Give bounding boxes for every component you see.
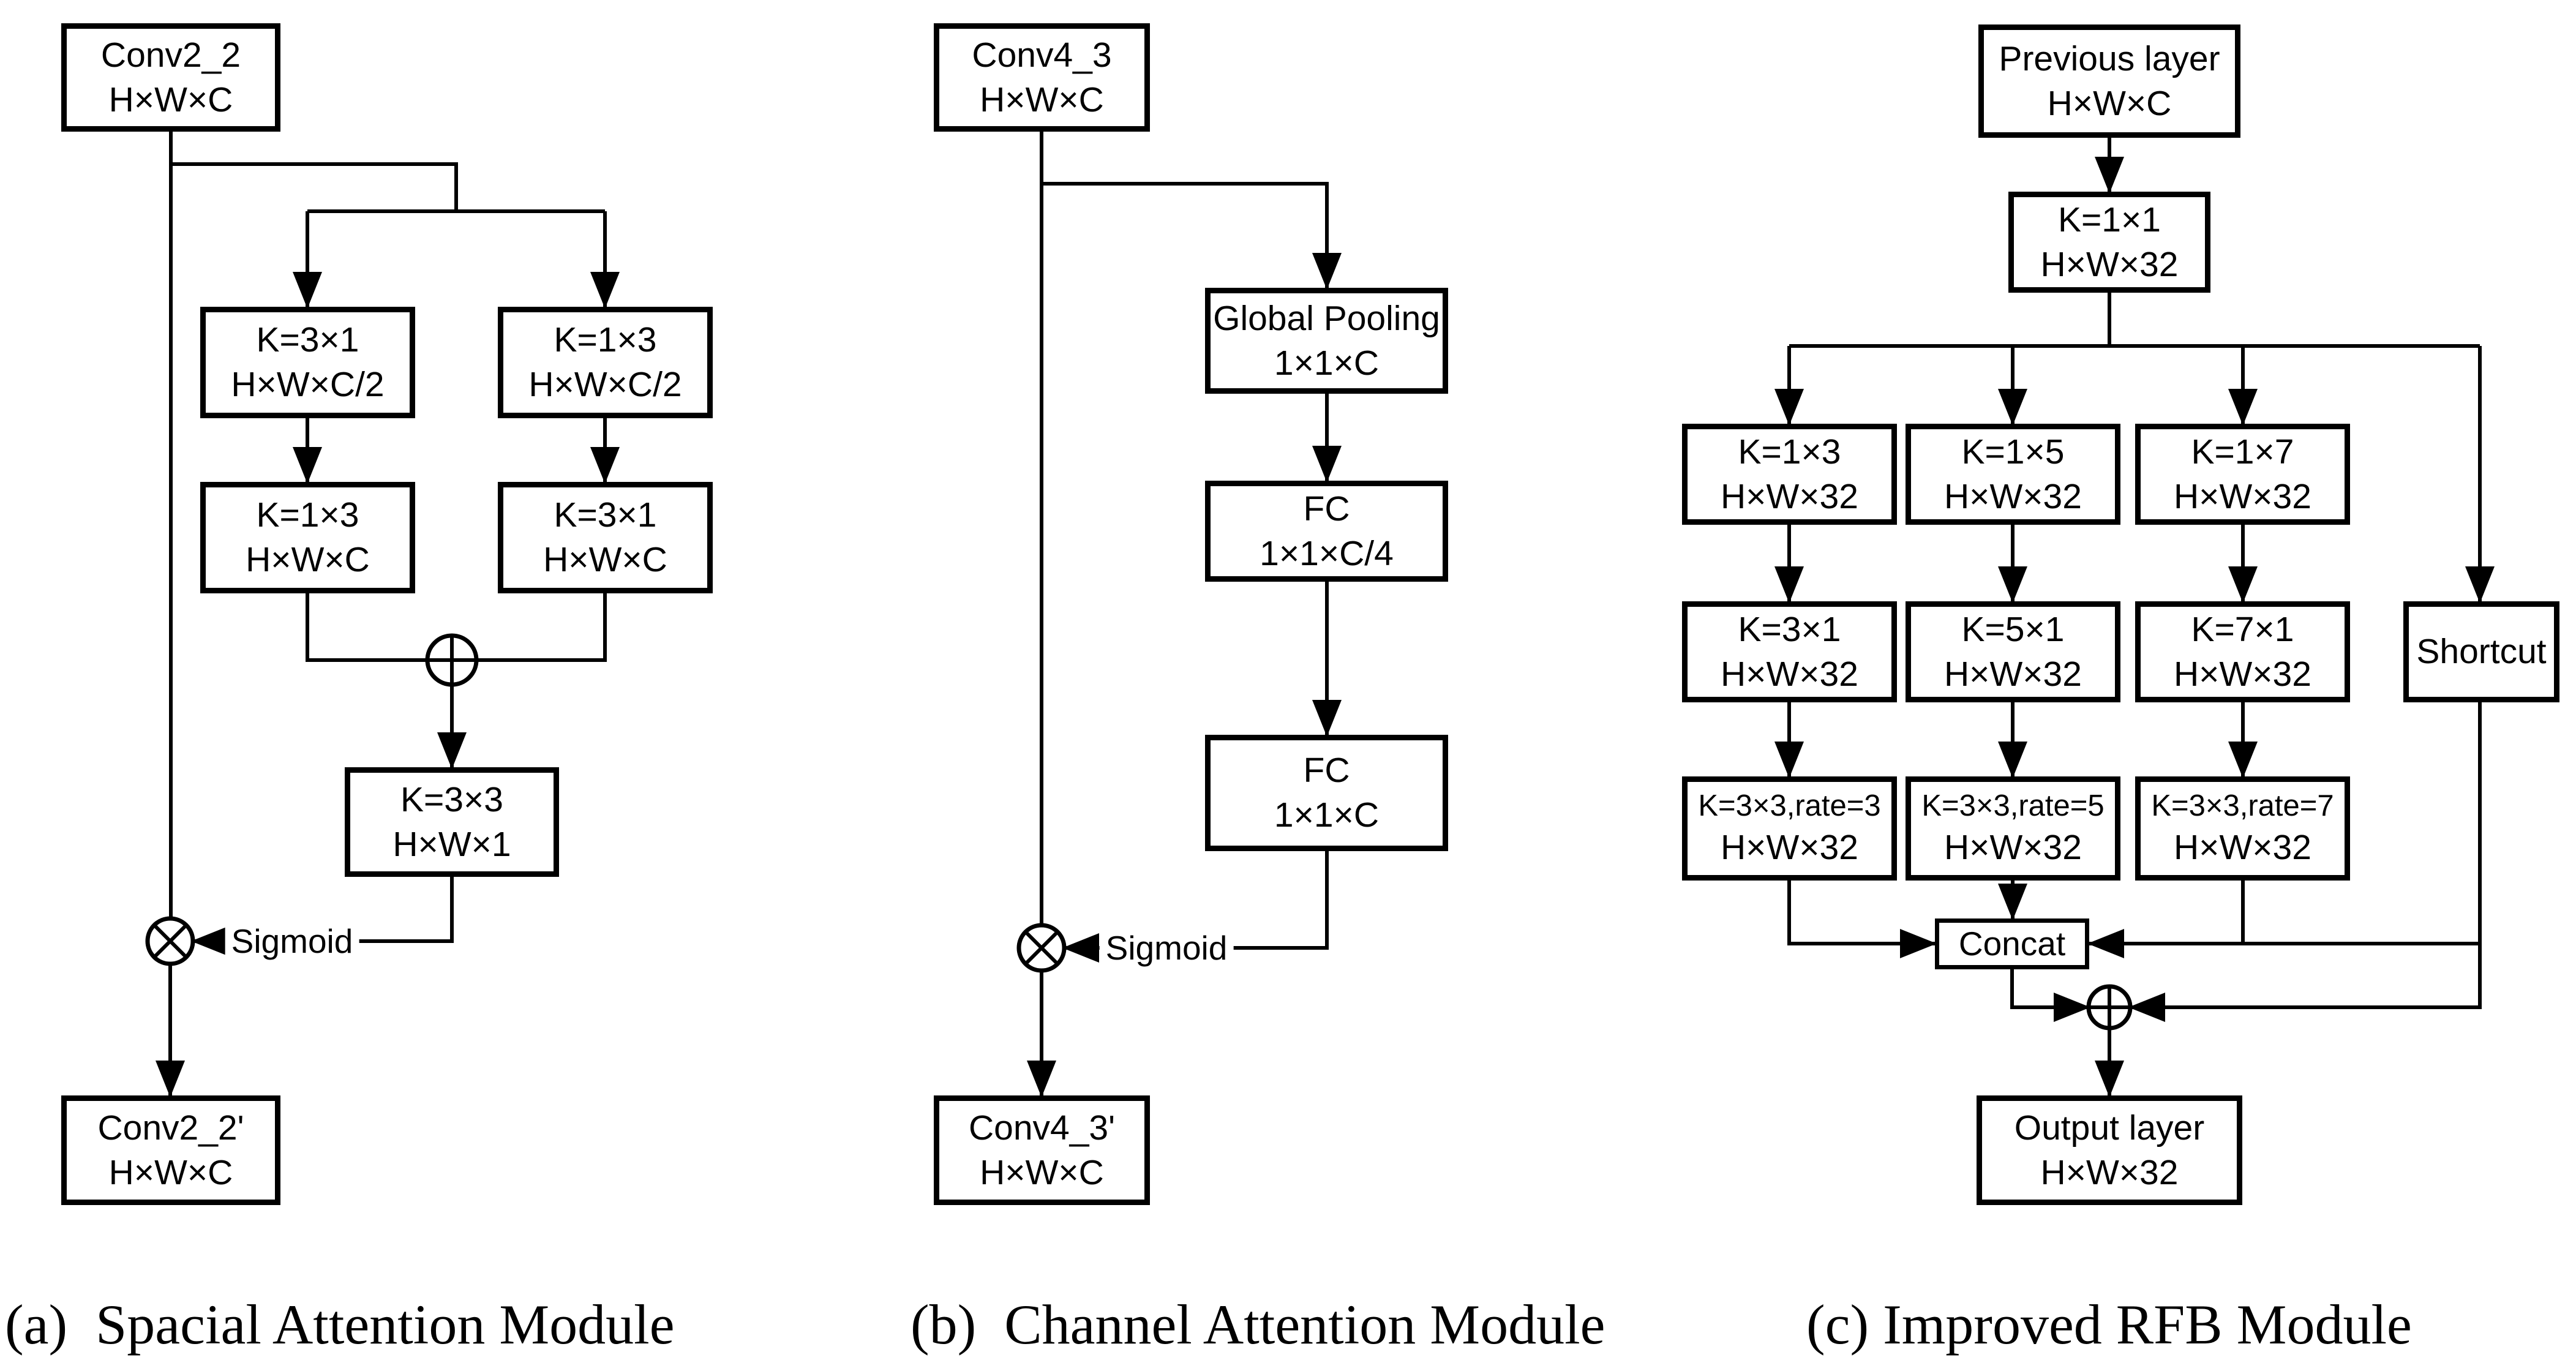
node-label: K=1×3 (1738, 432, 1841, 471)
node-shape: H×W×C (246, 540, 370, 579)
node-conv4-3: Conv4_3 H×W×C (934, 23, 1150, 132)
node-output-layer: Output layer H×W×32 (1977, 1095, 2242, 1205)
node-a-k3x3: K=3×3 H×W×1 (345, 767, 559, 877)
node-label: Previous layer (1999, 39, 2220, 78)
node-label: K=1×5 (1961, 432, 2065, 471)
node-label: K=1×1 (2058, 200, 2161, 239)
node-c-rate7: K=3×3,rate=7 H×W×32 (2135, 776, 2350, 881)
node-shape: H×W×C (108, 1152, 233, 1192)
node-shortcut: Shortcut (2403, 601, 2559, 702)
node-shape: 1×1×C (1274, 795, 1380, 835)
wire-a-branch (171, 162, 458, 211)
sigmoid-label: Sigmoid (1099, 928, 1234, 967)
node-label: K=1×7 (2191, 432, 2294, 471)
node-shape: H×W×32 (2174, 476, 2311, 516)
node-c-k1x5: K=1×5 H×W×32 (1906, 424, 2120, 525)
node-previous-layer: Previous layer H×W×C (1978, 24, 2240, 138)
node-shape: H×W×C (980, 80, 1104, 119)
sigmoid-label: Sigmoid (225, 922, 359, 961)
node-label: K=3×3,rate=3 (1698, 789, 1881, 823)
node-a-k1x3-full: K=1×3 H×W×C (200, 482, 415, 593)
node-c-k1x3: K=1×3 H×W×32 (1682, 424, 1897, 525)
node-label: K=1×3 (554, 320, 657, 360)
multiply-icon (1016, 923, 1067, 973)
wire-c-rate3-concat (1787, 881, 1937, 958)
node-concat: Concat (1935, 918, 2089, 969)
node-a-k3x1-full: K=3×1 H×W×C (498, 482, 713, 593)
node-label: Conv4_3 (972, 35, 1112, 75)
multiply-icon (145, 916, 195, 966)
node-shape: H×W×32 (2174, 827, 2311, 867)
caption-c: (c) Improved RFB Module (1806, 1293, 2412, 1356)
node-label: K=3×1 (554, 495, 657, 535)
node-c-k1x7: K=1×7 H×W×32 (2135, 424, 2350, 525)
node-c-rate5: K=3×3,rate=5 H×W×32 (1906, 776, 2120, 881)
node-label: K=3×3,rate=5 (1921, 789, 2105, 823)
caption-b: (b) Channel Attention Module (911, 1293, 1605, 1356)
node-shape: H×W×32 (2174, 654, 2311, 694)
node-conv2-2: Conv2_2 H×W×C (61, 23, 280, 132)
node-shape: H×W×32 (2040, 1152, 2179, 1192)
node-shape: H×W×32 (1721, 827, 1858, 867)
wires-diagram-c (1774, 138, 2495, 1097)
node-conv4-3-prime: Conv4_3' H×W×C (934, 1095, 1150, 1205)
node-c-k1x1: K=1×1 H×W×32 (2008, 192, 2210, 293)
node-a-k1x3-half: K=1×3 H×W×C/2 (498, 307, 713, 418)
node-label: K=3×3 (400, 779, 503, 819)
node-shape: H×W×C (2047, 83, 2172, 123)
node-label: FC (1303, 489, 1350, 528)
node-fc1: FC 1×1×C/4 (1205, 481, 1448, 582)
node-label: K=1×3 (256, 495, 359, 535)
node-label: K=7×1 (2191, 609, 2294, 649)
caption-a: (a) Spacial Attention Module (5, 1293, 675, 1356)
node-shape: H×W×32 (1944, 476, 2082, 516)
node-label: Conv4_3' (968, 1108, 1116, 1148)
wires-diagram-b (1027, 132, 1342, 1097)
node-label: K=3×3,rate=7 (2151, 789, 2334, 823)
node-conv2-2-prime: Conv2_2' H×W×C (61, 1095, 280, 1205)
node-shape: H×W×32 (1721, 654, 1858, 694)
node-shape: H×W×C/2 (231, 365, 385, 404)
wire-b-branch (1042, 182, 1342, 290)
node-label: Conv2_2' (97, 1108, 244, 1148)
node-label: K=3×1 (1738, 609, 1841, 649)
node-c-rate3: K=3×3,rate=3 H×W×32 (1682, 776, 1897, 881)
node-c-k5x1: K=5×1 H×W×32 (1906, 601, 2120, 702)
node-global-pooling: Global Pooling 1×1×C (1205, 288, 1448, 394)
node-label: Concat (1958, 925, 2066, 963)
add-icon (2086, 984, 2133, 1031)
node-shape: H×W×C/2 (528, 365, 682, 404)
node-shape: H×W×1 (392, 824, 511, 864)
node-shape: H×W×32 (1721, 476, 1858, 516)
node-label: Shortcut (2416, 632, 2547, 672)
node-shape: H×W×C (543, 540, 667, 579)
wire-c-concat-out (2010, 969, 2090, 1022)
node-shape: H×W×32 (1944, 827, 2082, 867)
node-fc2: FC 1×1×C (1205, 735, 1448, 851)
node-label: K=3×1 (256, 320, 359, 360)
node-shape: 1×1×C (1274, 343, 1380, 383)
node-shape: H×W×C (108, 80, 233, 119)
node-label: Global Pooling (1213, 298, 1440, 338)
node-c-k7x1: K=7×1 H×W×32 (2135, 601, 2350, 702)
node-label: Output layer (2014, 1108, 2205, 1148)
node-shape: H×W×32 (1944, 654, 2082, 694)
add-icon (425, 633, 479, 687)
node-shape: H×W×C (980, 1152, 1104, 1192)
node-label: FC (1303, 751, 1350, 791)
wire-c-shortcut-out (2128, 702, 2482, 1022)
node-label: K=5×1 (1961, 609, 2065, 649)
node-c-k3x1: K=3×1 H×W×32 (1682, 601, 1897, 702)
node-label: Conv2_2 (100, 35, 241, 75)
node-shape: 1×1×C/4 (1260, 533, 1394, 573)
node-a-k3x1-half: K=3×1 H×W×C/2 (200, 307, 415, 418)
node-shape: H×W×32 (2040, 244, 2179, 284)
